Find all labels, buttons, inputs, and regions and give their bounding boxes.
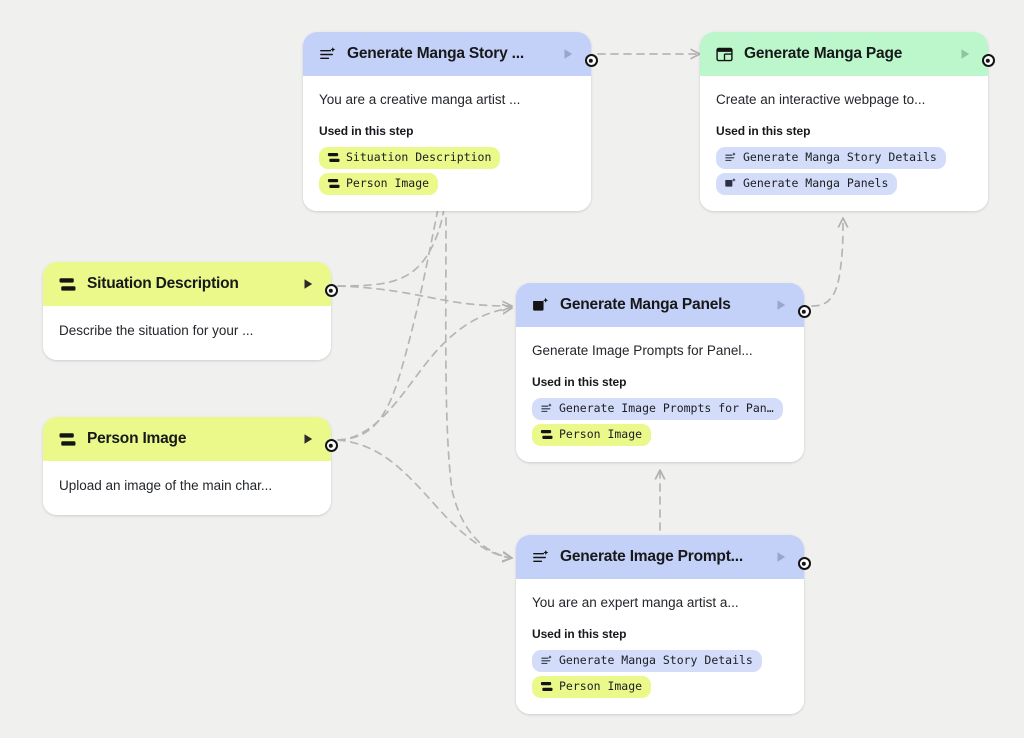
used-tag[interactable]: Generate Image Prompts for Pan…	[532, 398, 783, 420]
run-step-button[interactable]	[301, 432, 315, 446]
text-generate-icon	[724, 151, 737, 164]
edge-person-to-prompts	[337, 439, 513, 558]
used-tag-label: Situation Description	[346, 150, 492, 165]
edge-person-to-panels	[337, 308, 513, 441]
node-body: You are a creative manga artist ... Used…	[303, 76, 591, 211]
output-handle[interactable]	[797, 557, 811, 570]
edge-panels-to-page	[811, 217, 843, 307]
input-field-icon	[327, 151, 340, 164]
input-field-icon	[540, 428, 553, 441]
used-tag-label: Generate Manga Story Details	[559, 653, 753, 668]
run-step-button[interactable]	[958, 47, 972, 61]
node-description: Describe the situation for your ...	[59, 323, 254, 338]
used-tag[interactable]: Generate Manga Story Details	[716, 147, 946, 169]
node-description: You are an expert manga artist a...	[532, 595, 739, 610]
output-handle[interactable]	[981, 54, 995, 67]
node-header[interactable]: Situation Description	[43, 262, 331, 306]
edge-person-to-story	[337, 179, 444, 441]
run-step-button[interactable]	[301, 277, 315, 291]
image-generate-icon	[724, 177, 737, 190]
used-tag[interactable]: Person Image	[319, 172, 439, 195]
node-generate-manga-page[interactable]: Generate Manga Page Create an interactiv…	[700, 32, 995, 211]
input-field-icon	[327, 177, 340, 190]
used-tag-label: Generate Manga Panels	[743, 175, 889, 190]
used-tag-list: Generate Manga Story Details Generate Ma…	[716, 147, 972, 195]
image-generate-icon	[531, 296, 550, 315]
node-person-image[interactable]: Person Image Upload an image of the main…	[43, 417, 338, 516]
text-generate-icon	[531, 548, 550, 567]
input-field-icon	[540, 680, 553, 693]
node-body: Describe the situation for your ...	[43, 306, 331, 361]
used-tag[interactable]: Situation Description	[319, 147, 501, 169]
used-tag-list: Generate Manga Story Details Person Imag…	[532, 650, 788, 698]
used-tag[interactable]: Person Image	[532, 675, 652, 698]
used-tag-label: Person Image	[559, 426, 643, 441]
output-handle[interactable]	[797, 305, 811, 318]
used-in-step-label: Used in this step	[716, 124, 811, 139]
node-body: Generate Image Prompts for Panel... Used…	[516, 327, 804, 462]
webpage-layout-icon	[715, 45, 734, 64]
node-description: Generate Image Prompts for Panel...	[532, 343, 753, 358]
used-tag-label: Person Image	[346, 175, 430, 190]
node-description: You are a creative manga artist ...	[319, 92, 521, 107]
edge-situation-to-panels	[337, 285, 513, 306]
node-header[interactable]: Generate Image Prompt...	[516, 535, 804, 579]
node-title: Generate Image Prompt...	[560, 548, 743, 565]
run-step-button[interactable]	[774, 550, 788, 564]
run-step-button[interactable]	[774, 298, 788, 312]
used-tag-label: Generate Image Prompts for Pan…	[559, 401, 774, 416]
node-generate-image-prompts[interactable]: Generate Image Prompt... You are an expe…	[516, 535, 811, 714]
node-body: Upload an image of the main char...	[43, 461, 331, 516]
used-in-step-label: Used in this step	[532, 375, 627, 390]
node-description: Upload an image of the main char...	[59, 478, 273, 493]
node-header[interactable]: Generate Manga Page	[700, 32, 988, 76]
node-body: Create an interactive webpage to... Used…	[700, 76, 988, 211]
node-title: Generate Manga Page	[744, 45, 903, 62]
node-title: Person Image	[87, 430, 187, 447]
used-tag[interactable]: Generate Manga Story Details	[532, 650, 762, 672]
used-tag-label: Person Image	[559, 678, 643, 693]
output-handle[interactable]	[324, 439, 338, 452]
used-tag-list: Situation Description Person Image	[319, 147, 575, 195]
node-header[interactable]: Generate Manga Panels	[516, 283, 804, 327]
node-situation-description[interactable]: Situation Description Describe the situa…	[43, 262, 338, 361]
node-generate-manga-panels[interactable]: Generate Manga Panels Generate Image Pro…	[516, 283, 811, 462]
text-generate-icon	[540, 402, 553, 415]
node-generate-manga-story-details[interactable]: Generate Manga Story ... You are a creat…	[303, 32, 598, 211]
node-title: Generate Manga Story ...	[347, 45, 524, 62]
used-in-step-label: Used in this step	[532, 627, 627, 642]
used-tag[interactable]: Person Image	[532, 423, 652, 446]
node-body: You are an expert manga artist a... Used…	[516, 579, 804, 714]
node-header[interactable]: Generate Manga Story ...	[303, 32, 591, 76]
run-step-button[interactable]	[561, 47, 575, 61]
used-tag[interactable]: Generate Manga Panels	[716, 172, 898, 195]
used-in-step-label: Used in this step	[319, 124, 414, 139]
output-handle[interactable]	[324, 284, 338, 297]
input-field-icon	[58, 430, 77, 449]
node-description: Create an interactive webpage to...	[716, 92, 926, 107]
used-tag-list: Generate Image Prompts for Pan… Person I…	[532, 398, 788, 446]
input-field-icon	[58, 275, 77, 294]
node-title: Situation Description	[87, 275, 239, 292]
output-handle[interactable]	[584, 54, 598, 67]
used-tag-label: Generate Manga Story Details	[743, 150, 937, 165]
text-generate-icon	[540, 654, 553, 667]
text-generate-icon	[318, 45, 337, 64]
node-header[interactable]: Person Image	[43, 417, 331, 461]
node-title: Generate Manga Panels	[560, 296, 731, 313]
edge-story-to-prompts	[444, 217, 513, 558]
